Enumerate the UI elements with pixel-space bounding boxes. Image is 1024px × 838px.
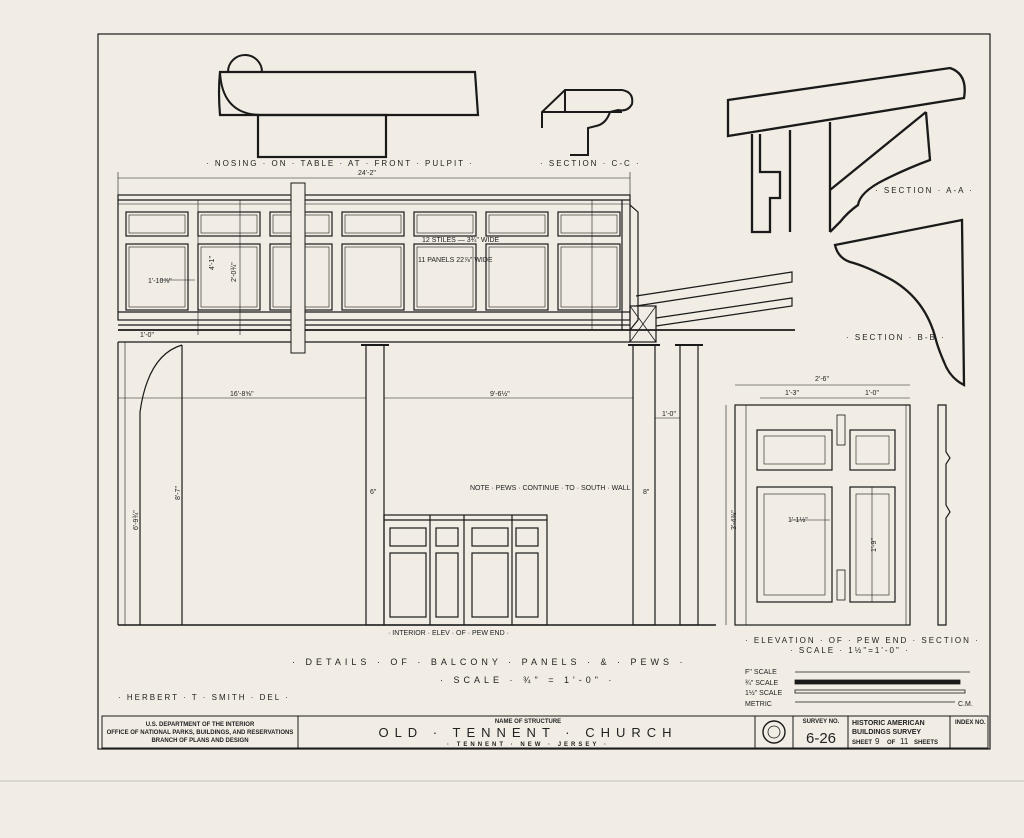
dim-col-off2: 1'-0" (662, 411, 676, 418)
graphic-scales (794, 671, 970, 703)
pew-end-elevation (734, 404, 951, 626)
dim-col-w: 6" (370, 489, 377, 496)
survey-number: 6-26 (806, 730, 836, 747)
panels-note: 11 PANELS 22⅞" WIDE (418, 257, 493, 264)
pew-end-scale: · SCALE · 1½"=1'-0" · (790, 646, 910, 655)
sheet-total: 11 (900, 737, 909, 746)
dim-right-bay: 9'-6½" (490, 390, 510, 398)
index-label: INDEX NO. (955, 720, 986, 726)
dim-col-w2: 8" (643, 489, 650, 496)
section-aa-label: · SECTION · A-A · (875, 186, 974, 195)
survey-label: SURVEY NO. (803, 719, 840, 725)
pew-note: NOTE · PEWS · CONTINUE · TO · SOUTH · WA… (470, 485, 631, 492)
dim-balcony-h: 4'-1" (209, 256, 216, 270)
structure-name: OLD · TENNENT · CHURCH (378, 725, 677, 740)
dim-left-bay: 16'-8⅝" (230, 391, 254, 398)
section-aa-profile (726, 66, 966, 234)
pew-end-label: · ELEVATION · OF · PEW END · SECTION · (745, 636, 980, 645)
dim-col-off: 1'-0" (140, 332, 154, 339)
agency-line-2: OFFICE OF NATIONAL PARKS, BUILDINGS, AND… (107, 730, 294, 736)
section-bb-profile (833, 218, 966, 387)
scale-unit: C.M. (958, 701, 973, 708)
section-cc-label: · SECTION · C-C · (540, 159, 641, 168)
dim-panel-w: 1'-10⅞" (148, 278, 172, 285)
dim-col-h: 8'-7" (175, 486, 182, 500)
interior-elevation (117, 342, 716, 626)
sheets-word: SHEETS (914, 740, 938, 746)
habs-line-1: HISTORIC AMERICAN (852, 720, 925, 727)
scale-row-3: 1½" SCALE (745, 689, 782, 697)
scale-row-2: ¾" SCALE (745, 680, 779, 687)
dim-pew-half: 1'-3" (785, 390, 799, 397)
interior-elev-label: · INTERIOR · ELEV · OF · PEW END · (388, 630, 509, 637)
scale-row-1: F'' SCALE (745, 669, 777, 676)
dim-panel-h: 2'-0¾" (231, 262, 238, 282)
dim-pew-panel: 1'-1½" (788, 516, 808, 524)
agency-line-1: U.S. DEPARTMENT OF THE INTERIOR (146, 722, 255, 728)
habs-line-2: BUILDINGS SURVEY (852, 729, 921, 736)
balcony-panels (117, 182, 795, 354)
stiles-note: 12 STILES — 3¾" WIDE (422, 237, 500, 244)
delineator: · HERBERT · T · SMITH · DEL · (118, 693, 290, 702)
location: · TENNENT · NEW · JERSEY · (447, 742, 609, 748)
dim-pew-panel-h: 1'-9" (871, 538, 878, 552)
nosing-profile (217, 54, 480, 159)
agency-line-3: BRANCH OF PLANS AND DESIGN (151, 738, 248, 744)
section-cc-profile (541, 89, 634, 156)
dim-overall: 24'-2" (358, 170, 376, 177)
title-block (101, 715, 989, 749)
dim-pew-half2: 1'-0" (865, 390, 879, 397)
habs-seal-icon (762, 720, 786, 744)
details-scale: · SCALE · ¾" = 1'-0" · (440, 675, 615, 685)
dim-left-h: 6'-9¾" (133, 510, 140, 530)
sheet-border (97, 33, 991, 750)
sheet-number: 9 (875, 737, 880, 746)
dim-pew-w: 2'-6" (815, 376, 829, 383)
name-label: NAME OF STRUCTURE (495, 719, 561, 725)
section-bb-label: · SECTION · B-B · (846, 333, 946, 342)
scale-row-4: METRIC (745, 701, 772, 708)
sheet-word: SHEET (852, 740, 872, 746)
details-title: · DETAILS · OF · BALCONY · PANELS · & · … (292, 657, 687, 667)
nosing-label: · NOSING · ON · TABLE · AT · FRONT · PUL… (206, 159, 474, 168)
dimension-lines (117, 172, 910, 625)
dim-pew-h: 3'-4⅜" (731, 510, 738, 530)
of-word: OF (887, 740, 896, 746)
